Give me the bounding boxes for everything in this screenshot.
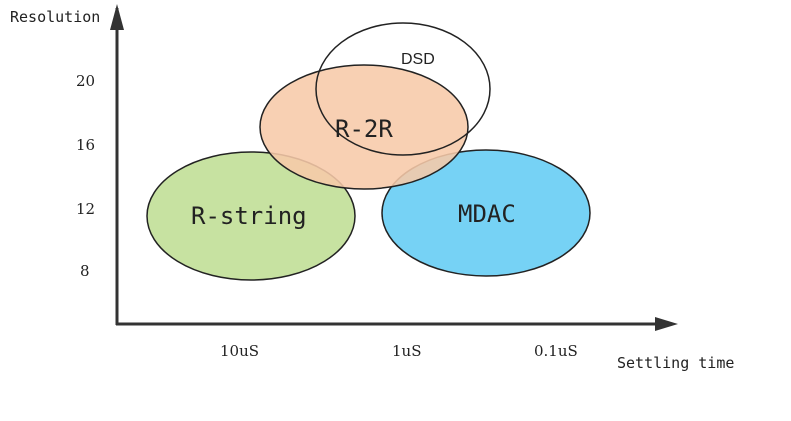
y-tick-label: 8 [80,262,90,280]
y-tick-label: 16 [76,136,95,154]
mdac-region [381,149,591,277]
dsd-region [315,22,491,156]
x-tick-label: 0.1uS [534,342,578,360]
y-axis-title: Resolution [10,8,100,26]
dsd-label: DSD [401,51,435,68]
r-string-region [146,151,356,281]
x-axis-arrow [655,317,678,331]
y-axis-arrow [110,4,124,30]
y-tick-label: 12 [76,200,95,218]
x-tick-label: 10uS [220,342,259,360]
x-tick-label: 1uS [392,342,421,360]
r-2r-label: R-2R [335,115,393,143]
r-string-label: R-string [191,202,307,230]
mdac-label: MDAC [458,200,516,228]
y-tick-label: 20 [76,72,95,90]
r-2r-region [259,64,469,190]
x-axis-title: Settling time [617,354,734,372]
